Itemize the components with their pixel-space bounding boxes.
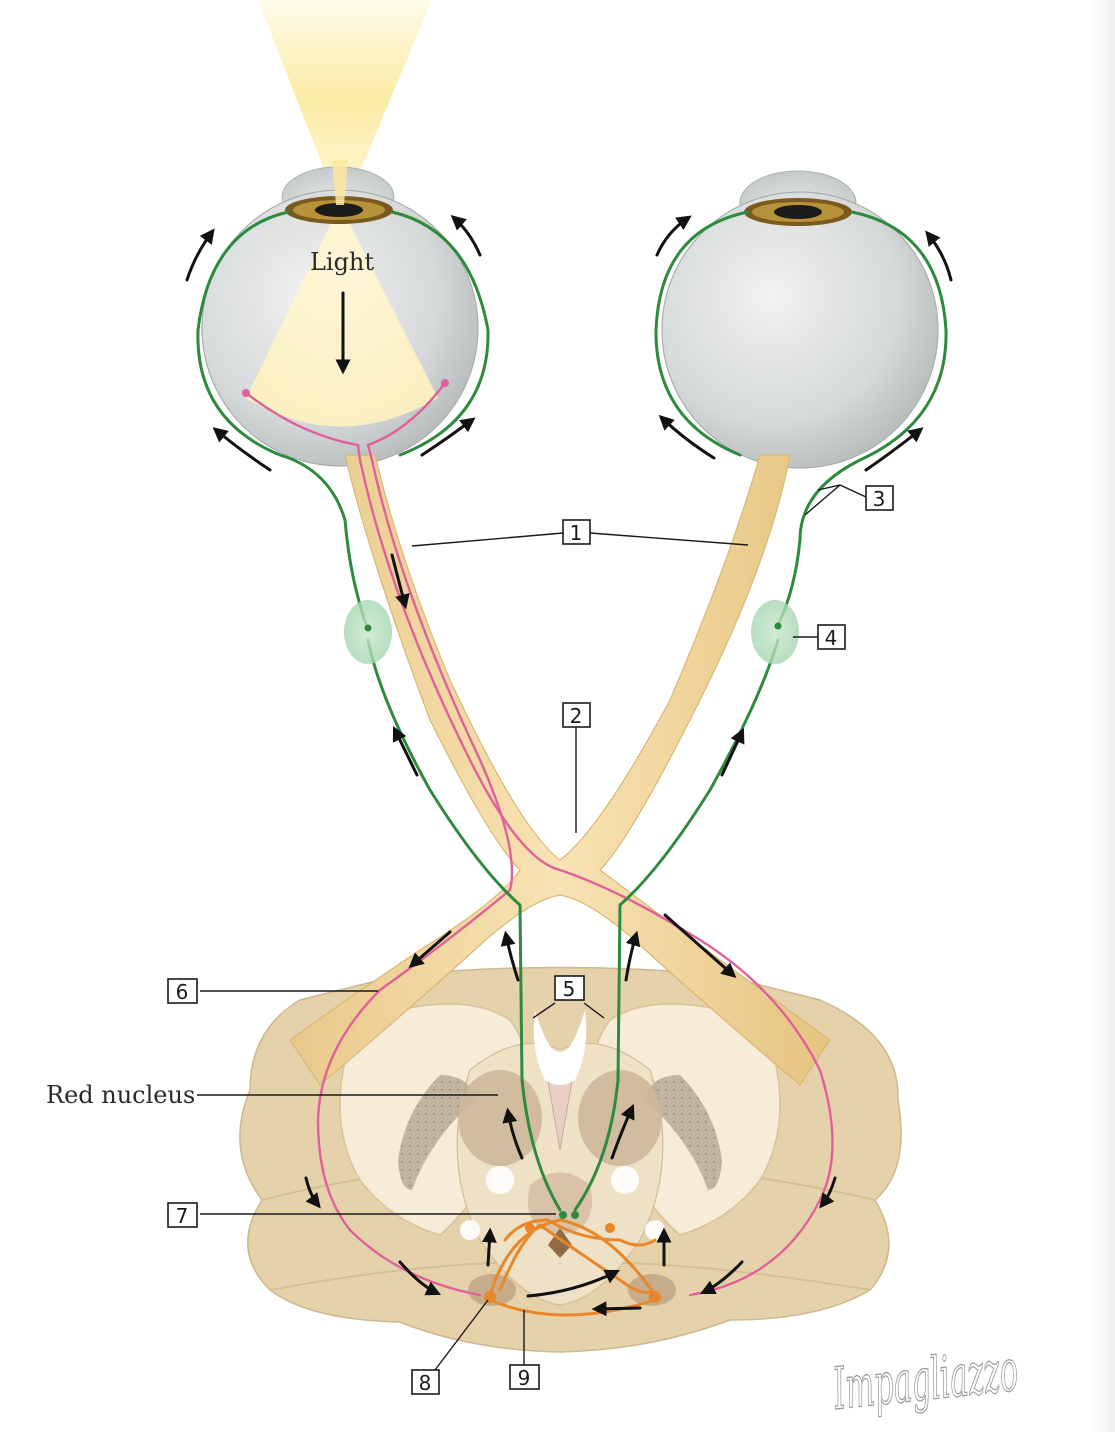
callout-4: 4: [818, 625, 845, 650]
callout-5: 5: [555, 976, 584, 1001]
svg-text:Impagliazzo: Impagliazzo: [829, 1336, 1021, 1423]
callout-3: 3: [866, 486, 893, 511]
callout-2: 2: [563, 703, 590, 728]
svg-text:3: 3: [873, 487, 886, 511]
svg-text:2: 2: [570, 704, 583, 728]
artist-signature: Impagliazzo: [829, 1336, 1021, 1423]
svg-text:7: 7: [176, 1204, 189, 1228]
svg-text:9: 9: [518, 1366, 531, 1390]
right-eyeball: [662, 171, 938, 468]
svg-text:8: 8: [419, 1371, 432, 1395]
callout-7: 7: [168, 1203, 197, 1228]
callout-6: 6: [168, 979, 197, 1004]
callout-1: 1: [563, 520, 590, 545]
svg-text:1: 1: [570, 521, 583, 545]
svg-text:4: 4: [825, 626, 838, 650]
red-nucleus-label: Red nucleus: [46, 1081, 195, 1109]
svg-text:6: 6: [176, 980, 189, 1004]
callout-9: 9: [510, 1365, 539, 1390]
light-label: Light: [310, 248, 374, 276]
left-eyeball: [202, 160, 478, 466]
svg-text:5: 5: [563, 977, 576, 1001]
callout-8: 8: [412, 1370, 439, 1395]
